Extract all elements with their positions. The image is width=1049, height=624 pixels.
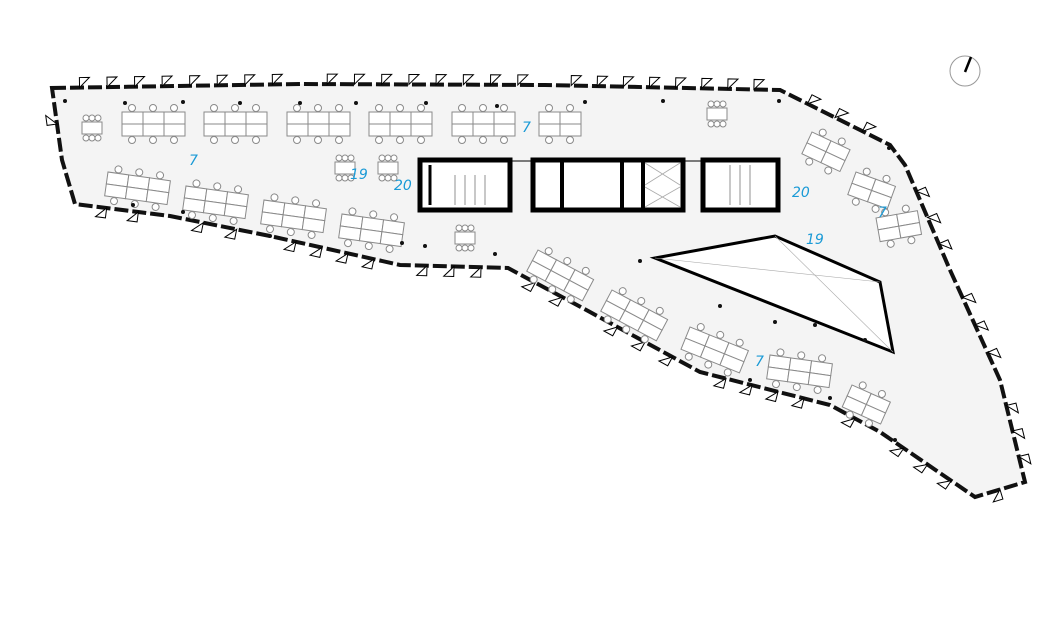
desk-cluster bbox=[104, 165, 171, 211]
column bbox=[893, 438, 897, 442]
meeting-table bbox=[334, 154, 356, 182]
desk-cluster bbox=[338, 207, 405, 253]
column bbox=[718, 304, 722, 308]
desk-cluster bbox=[600, 287, 669, 344]
meeting-table bbox=[377, 154, 399, 182]
column bbox=[583, 100, 587, 104]
column bbox=[887, 146, 891, 150]
toilet-core bbox=[530, 157, 686, 213]
meeting-table bbox=[454, 224, 476, 252]
meeting-table bbox=[81, 114, 103, 142]
column bbox=[268, 234, 272, 238]
desk-cluster bbox=[841, 381, 892, 428]
column bbox=[424, 101, 428, 105]
stair-core-east bbox=[700, 157, 781, 213]
facade-fins bbox=[45, 73, 1032, 503]
column bbox=[493, 252, 497, 256]
column bbox=[123, 101, 127, 105]
column bbox=[181, 210, 185, 214]
column bbox=[748, 378, 752, 382]
column bbox=[63, 99, 67, 103]
room-label-workspace: 7 bbox=[878, 205, 887, 221]
column bbox=[773, 320, 777, 324]
desk-cluster bbox=[680, 323, 750, 377]
desk-cluster bbox=[847, 167, 897, 213]
room-label-meeting: 19 bbox=[350, 167, 368, 183]
room-label-core: 20 bbox=[792, 185, 810, 201]
column bbox=[131, 203, 135, 207]
column bbox=[495, 104, 499, 108]
desk-cluster bbox=[368, 104, 433, 144]
desk-cluster bbox=[875, 204, 923, 248]
desk-cluster bbox=[121, 104, 186, 144]
column bbox=[638, 259, 642, 263]
room-label-core: 20 bbox=[394, 178, 412, 194]
column bbox=[863, 338, 867, 342]
desk-cluster bbox=[286, 104, 351, 144]
desk-cluster bbox=[766, 348, 833, 394]
desk-cluster bbox=[203, 104, 268, 144]
desk-cluster bbox=[260, 193, 327, 239]
column bbox=[400, 241, 404, 245]
column bbox=[298, 101, 302, 105]
desk-cluster bbox=[538, 104, 582, 144]
column bbox=[354, 101, 358, 105]
column bbox=[423, 244, 427, 248]
room-label-meeting: 19 bbox=[806, 232, 824, 248]
desk-cluster bbox=[182, 179, 249, 225]
column bbox=[828, 396, 832, 400]
column bbox=[238, 101, 242, 105]
column bbox=[777, 99, 781, 103]
north-arrow-icon bbox=[949, 55, 981, 87]
meeting-table bbox=[706, 100, 728, 128]
desk-cluster bbox=[526, 247, 595, 304]
column bbox=[181, 100, 185, 104]
atrium-void bbox=[649, 234, 895, 355]
desk-cluster bbox=[801, 128, 851, 175]
room-label-workspace: 7 bbox=[189, 153, 198, 169]
room-label-workspace: 7 bbox=[755, 354, 764, 370]
room-label-workspace: 7 bbox=[522, 120, 531, 136]
stair-core-west bbox=[417, 157, 513, 213]
column bbox=[813, 323, 817, 327]
desk-cluster bbox=[451, 104, 516, 144]
column bbox=[661, 99, 665, 103]
